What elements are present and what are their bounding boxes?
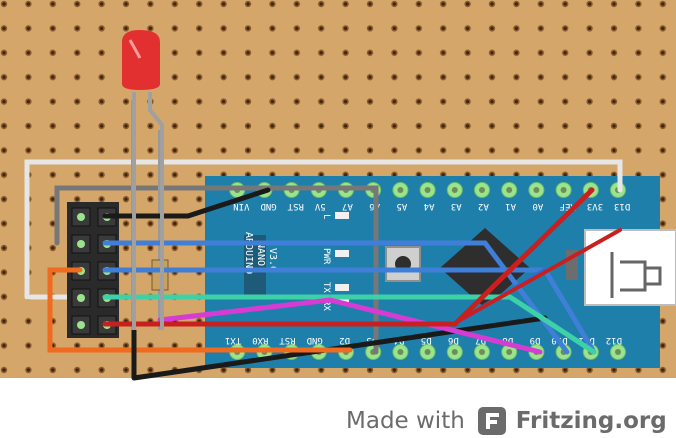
chip-text-nano: NANO xyxy=(255,242,266,266)
label-top-5: A2 xyxy=(478,201,489,211)
pad-top-6-hole xyxy=(451,187,458,193)
pad-top-3-hole xyxy=(533,187,540,193)
label-top-11: 5V xyxy=(314,201,325,211)
label-top-7: A4 xyxy=(424,201,435,211)
label-bottom-6: D6 xyxy=(448,335,459,345)
label-top-10: A7 xyxy=(342,201,353,211)
label-bottom-0: D12 xyxy=(606,335,622,345)
label-bottom-3: D9 xyxy=(530,335,541,345)
pad-top-5-hole xyxy=(479,187,485,193)
fritzing-logo-icon xyxy=(477,407,506,435)
led-tx xyxy=(335,284,349,291)
label-tx: TX xyxy=(321,282,331,293)
pad-top-7-hole xyxy=(424,187,431,193)
label-pwr: PWR xyxy=(321,248,331,265)
pad-top-8-hole xyxy=(397,187,404,193)
pad-bottom-4-hole xyxy=(506,349,513,355)
pad-bottom-7-hole xyxy=(424,349,431,355)
label-bottom-9: D3 xyxy=(366,335,377,345)
pad-bottom-0-hole xyxy=(615,349,621,355)
label-top-14: VIN xyxy=(233,201,249,211)
label-bottom-13: RX0 xyxy=(252,335,268,345)
label-top-8: A5 xyxy=(396,201,407,211)
wire-orange xyxy=(47,267,353,353)
wire-red-1 xyxy=(102,187,595,327)
label-bottom-11: GND xyxy=(307,335,323,345)
wire-magenta xyxy=(157,297,543,355)
pad-bottom-5-hole xyxy=(479,349,485,355)
chip-text-version: V3.0 xyxy=(267,248,278,272)
label-top-13: GND xyxy=(260,201,276,211)
label-rx: RX xyxy=(321,300,331,311)
led-l xyxy=(335,212,349,219)
wire-red-2 xyxy=(458,228,622,322)
header-pin-dot-0-0 xyxy=(77,213,85,221)
label-bottom-14: TX1 xyxy=(225,335,241,345)
usb-port-icon xyxy=(610,252,662,298)
credit-brand: Fritzing.org xyxy=(515,408,667,434)
wire-teal xyxy=(102,294,597,355)
label-top-4: A1 xyxy=(505,201,516,211)
led-glow xyxy=(128,39,142,59)
board-mid-labels: L PWR TX RX ARDUINO NANO V3.0 xyxy=(243,214,331,311)
header-pin-dot-4-0 xyxy=(77,321,85,329)
pad-bottom-8-hole xyxy=(397,349,404,355)
label-top-3: A0 xyxy=(532,201,543,211)
header-pin-dot-1-0 xyxy=(77,240,85,248)
label-top-1: 3V3 xyxy=(587,201,603,211)
label-bottom-5: D7 xyxy=(475,335,486,345)
led-legs xyxy=(132,92,164,330)
label-top-0: D13 xyxy=(614,201,630,211)
chip-label-plate xyxy=(244,235,266,295)
led-pwr xyxy=(335,250,349,257)
label-top-2: REF xyxy=(560,201,576,211)
label-bottom-7: D5 xyxy=(421,335,432,345)
credit-made-with: Made with xyxy=(346,408,465,434)
header-pin-dot-3-0 xyxy=(77,294,85,302)
label-l: L xyxy=(321,214,331,219)
label-bottom-12: RST xyxy=(279,335,296,345)
pad-top-4-hole xyxy=(506,187,513,193)
led-red xyxy=(122,30,164,330)
label-bottom-10: D2 xyxy=(339,335,350,345)
led-body xyxy=(122,30,160,90)
chip-text-arduino: ARDUINO xyxy=(243,232,254,274)
label-bottom-4: D8 xyxy=(502,335,513,345)
pad-top-2-hole xyxy=(560,187,567,193)
fritzing-credit: Made with Fritzing.org xyxy=(346,404,667,438)
label-top-12: RST xyxy=(287,201,304,211)
label-top-6: A3 xyxy=(451,201,462,211)
pad-bottom-6-hole xyxy=(451,349,458,355)
